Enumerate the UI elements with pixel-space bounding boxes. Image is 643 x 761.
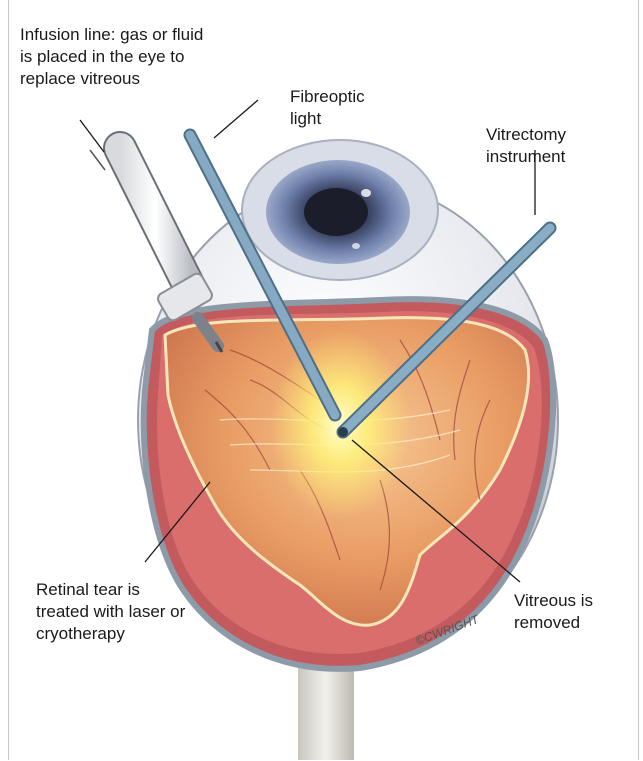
pupil	[304, 188, 368, 236]
vitreous-removed-label: Vitreous is removed	[514, 590, 593, 634]
light-glow	[270, 330, 410, 520]
fibreoptic-light-label: Fibreoptic light	[290, 86, 365, 130]
cornea-highlight	[361, 189, 371, 197]
cornea-highlight-2	[352, 243, 360, 249]
infusion-line-label: Infusion line: gas or fluid is placed in…	[20, 24, 203, 90]
vitrectomy-instrument-label: Vitrectomy instrument	[486, 124, 566, 168]
leader-fibreoptic	[214, 100, 258, 138]
retinal-tear-label: Retinal tear is treated with laser or cr…	[36, 579, 185, 645]
leader-infusion	[80, 120, 104, 152]
